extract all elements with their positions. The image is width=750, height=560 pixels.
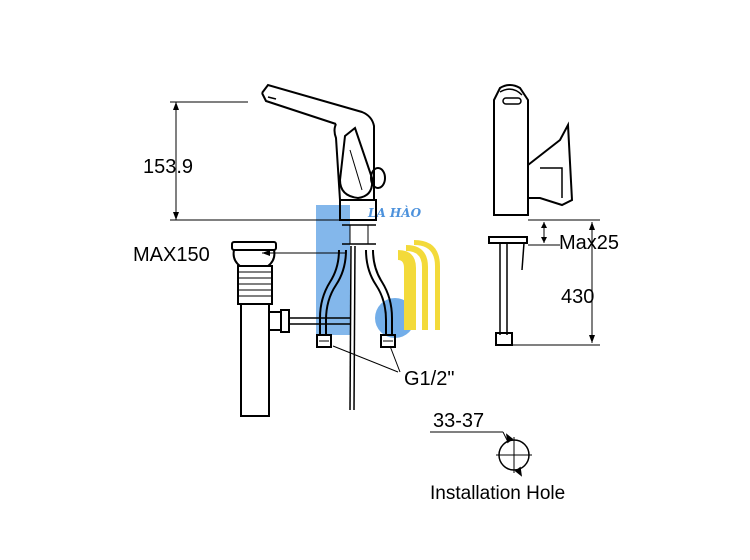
dimension-hose-length: 430 — [561, 286, 594, 308]
installation-hole-symbol — [430, 431, 532, 477]
installation-hole-caption: Installation Hole — [430, 483, 565, 504]
supply-hoses — [316, 249, 396, 348]
dimension-connector-thread: G1/2" — [404, 368, 454, 390]
dimension-max-drain-offset: MAX150 — [133, 244, 210, 266]
popup-waste-drain — [231, 241, 350, 417]
dimension-arrowheads — [173, 102, 595, 343]
dimension-spout-height: 153.9 — [143, 156, 193, 178]
dimension-hole-diameter: 33-37 — [433, 410, 484, 432]
front-faucet-body — [261, 83, 386, 411]
dimension-lines — [170, 101, 600, 373]
dimension-max-deck-thickness: Max25 — [559, 232, 619, 254]
watermark-text: LA HÀO — [367, 205, 422, 220]
side-view-faucet — [488, 84, 574, 346]
watermark-logo: LA HÀO — [316, 205, 440, 338]
